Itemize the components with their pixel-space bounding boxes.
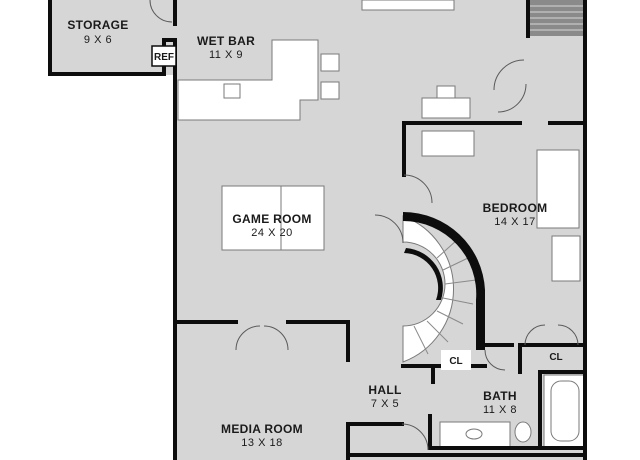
bedroom-door-swing [403, 174, 433, 204]
game-table [221, 185, 325, 251]
spiral-stair-treads [402, 215, 455, 363]
spiral-staircase [402, 211, 485, 363]
wet-bar-name: WET BAR [197, 34, 255, 48]
storage-name: STORAGE [67, 18, 128, 32]
bedroom-dims: 14 X 17 [494, 216, 535, 228]
game-room-dims: 24 X 20 [251, 227, 292, 239]
desk-chair [436, 85, 456, 99]
spiral-inner-wall [404, 248, 443, 300]
stair-door-swing [374, 214, 404, 244]
wet-bar-dims: 11 X 9 [209, 49, 243, 61]
stair-closet-label: CL [449, 356, 462, 367]
hall-name: HALL [368, 383, 401, 397]
bath-name: BATH [483, 389, 517, 403]
closet-door-swing-2 [557, 324, 579, 346]
bedroom-closet-label: CL [549, 352, 562, 363]
refrigerator-label: REF [154, 52, 174, 63]
game-room-name: GAME ROOM [232, 212, 311, 226]
media-door-swing-2 [263, 325, 289, 351]
toilet-icon [514, 421, 532, 443]
bar-stool-1 [320, 53, 340, 72]
bath-dims: 11 X 8 [483, 404, 517, 416]
bar-sink-icon [223, 83, 241, 99]
bedroom-dresser [421, 130, 475, 157]
spiral-outer-wall [403, 211, 485, 350]
storage-door-swing [149, 0, 173, 23]
patio-door-swing-2 [497, 83, 527, 113]
media-room-dims: 13 X 18 [241, 437, 282, 449]
bar-stool-2 [320, 81, 340, 100]
bed [536, 149, 580, 229]
hall-closet-door-swing [484, 349, 506, 371]
upper-staircase [528, 0, 585, 36]
walls [48, 0, 587, 460]
storage-dims: 9 X 6 [84, 34, 112, 46]
spiral-tread-lines [413, 239, 477, 355]
refrigerator [151, 45, 177, 67]
upper-stair-treads [528, 5, 585, 31]
fixtures [177, 0, 587, 448]
bedroom-name: BEDROOM [483, 201, 548, 215]
bathtub-basin [550, 380, 580, 442]
hall-dims: 7 X 5 [371, 398, 399, 410]
media-door-swing-1 [235, 325, 261, 351]
storage-wall [48, 0, 177, 76]
desk [421, 97, 471, 119]
stair-closet-label-bg [441, 350, 471, 370]
vanity-sink-icon [465, 428, 483, 440]
patio-door-swing-1 [493, 59, 525, 91]
closet-door-swing-1 [524, 324, 546, 346]
media-room-name: MEDIA ROOM [221, 422, 303, 436]
bath-door-swing [401, 423, 429, 451]
doors [149, 0, 579, 451]
sofa [361, 0, 455, 11]
nightstand [551, 235, 581, 282]
room-labels: STORAGE 9 X 6 WET BAR 11 X 9 GAME ROOM 2… [67, 18, 547, 449]
bar-counter [177, 39, 319, 121]
